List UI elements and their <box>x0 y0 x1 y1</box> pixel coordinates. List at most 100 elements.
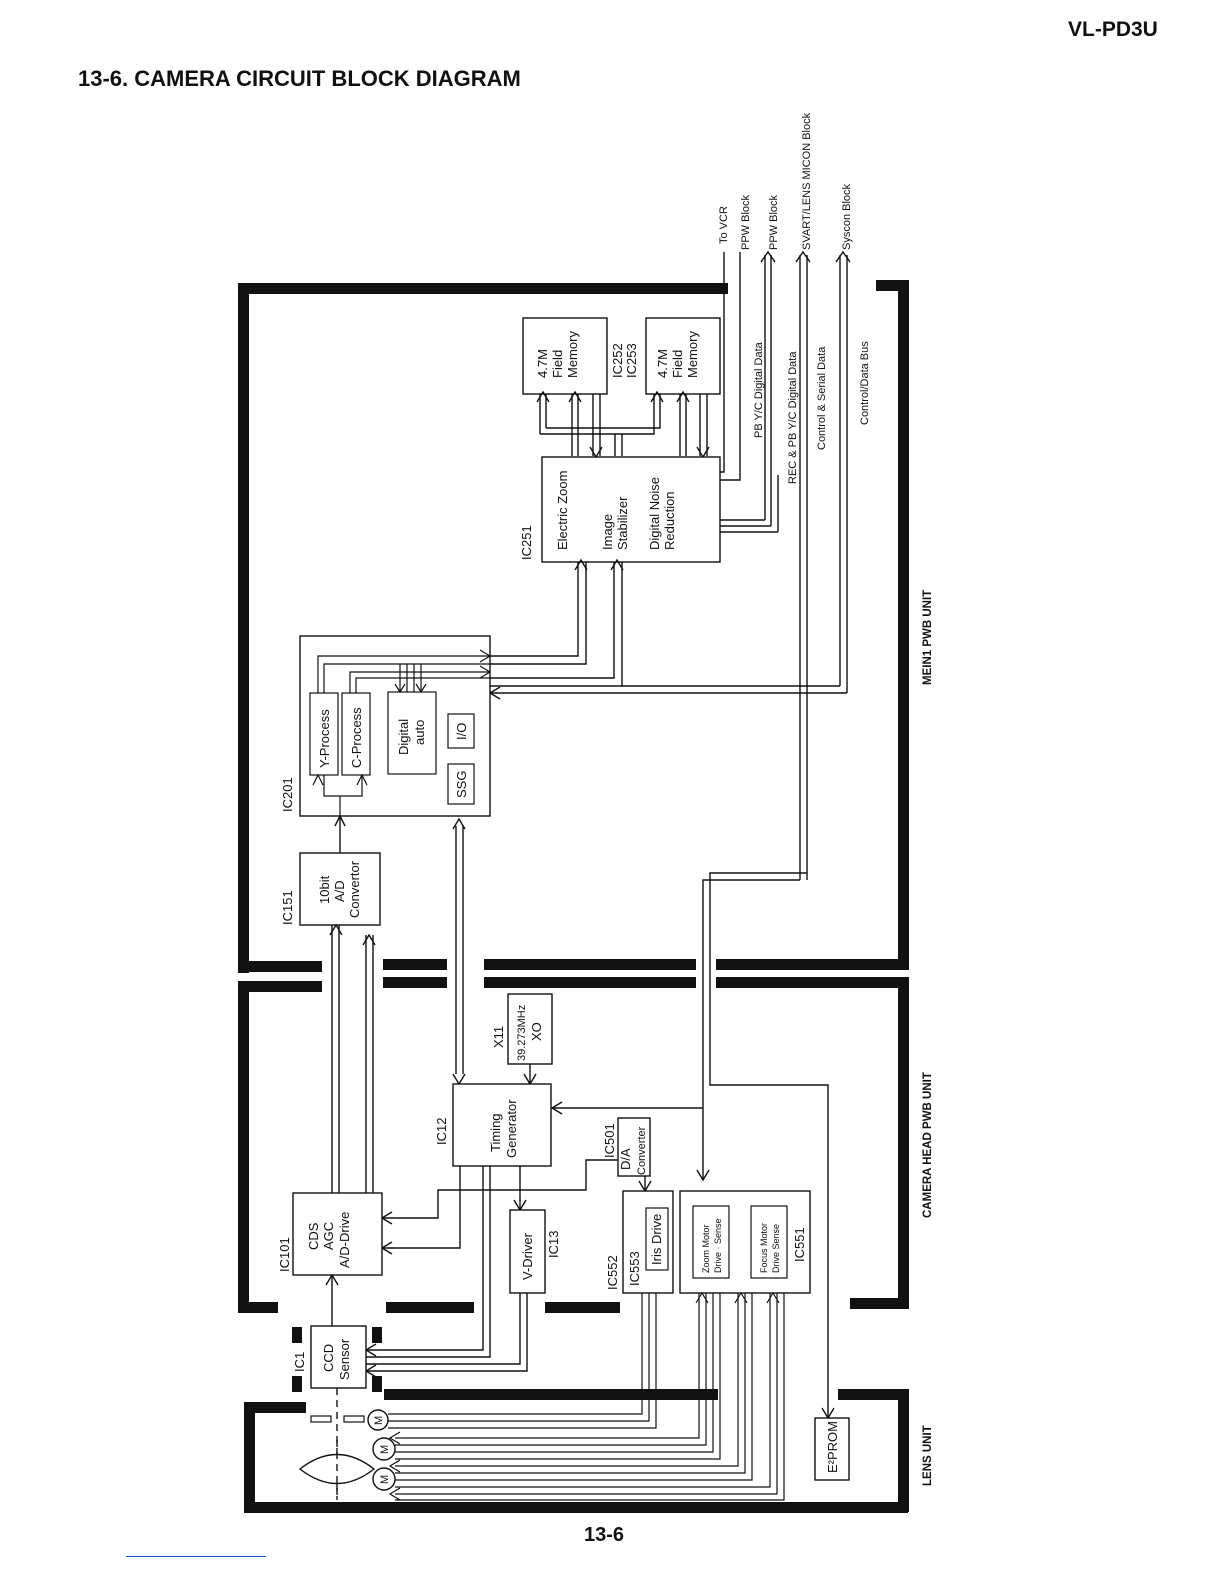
ic201-internal-lines <box>317 655 490 816</box>
fm2-arrow-up-2 <box>676 390 690 403</box>
fm1-line3: Memory <box>565 331 580 378</box>
fm2-line2: Field <box>670 350 685 378</box>
ic501-ref: IC501 <box>602 1123 617 1158</box>
ssg-label: SSG <box>454 771 469 798</box>
ic251-line4: Digital Noise <box>647 477 662 550</box>
fm1-arrow-up-2 <box>568 390 582 403</box>
tg-in-arrow <box>550 1101 563 1115</box>
c-process-arrow <box>356 773 368 786</box>
ic551-block: Zoom Motor Drive · Sense Focus Motor Dri… <box>679 1190 811 1294</box>
ic551-in-arrow <box>696 1169 710 1182</box>
ic13-ref: IC13 <box>546 1231 561 1258</box>
ic251-ref: IC251 <box>519 525 534 560</box>
ssg-box <box>447 763 475 805</box>
ccd-line2: Sensor <box>337 1338 352 1380</box>
io-box <box>447 713 475 749</box>
timing-generator-block: Timing Generator <box>452 1083 552 1167</box>
svart-lens-micon-label: SVART/LENS MICON Block <box>801 112 813 250</box>
fm2-line3: Memory <box>685 331 700 378</box>
zoom-sense-arrow <box>695 1291 709 1304</box>
c-process-box <box>341 692 371 776</box>
focus-motor: M <box>372 1467 396 1491</box>
ic201-tg-arrow-down <box>452 1073 466 1086</box>
field-memory-1: 4.7M Field Memory <box>522 317 608 395</box>
ic552-ref: IC552 <box>605 1255 620 1290</box>
mein1-unit-label: MEIN1 PWB UNIT <box>922 590 934 685</box>
fm1-arrow-up <box>536 390 550 403</box>
ic251-block: Electric Zoom Image Stabilizer Digital N… <box>541 456 721 563</box>
control-serial-data-label: Control & Serial Data <box>816 346 828 450</box>
pb-yc-data-label: PB Y/C Digital Data <box>753 341 765 438</box>
syscon-block-label: Syscon Block <box>841 183 853 250</box>
syscon-arrowhead <box>835 250 851 263</box>
iris-blade-left <box>310 1415 332 1423</box>
svart-arrowhead <box>795 250 811 263</box>
v-driver-block: V-Driver <box>509 1209 546 1294</box>
ic251-line2: Image <box>600 514 615 550</box>
model-number: VL-PD3U <box>1068 18 1158 41</box>
x11-line2: XO <box>529 1022 544 1041</box>
ic101-line2: AGC <box>321 1222 336 1250</box>
y-process-label: Y-Process <box>317 709 332 768</box>
focus-motor-symbol: M <box>379 1475 391 1484</box>
control-data-bus-label: Control/Data Bus <box>859 341 871 425</box>
ic151-line2: A/D <box>332 880 347 902</box>
iris-motor-symbol: M <box>373 1416 385 1425</box>
ic101-ccd-arrow <box>325 1273 339 1286</box>
zoom-motor: M <box>372 1437 396 1461</box>
ccd-sensor-block: CCD Sensor <box>310 1325 367 1389</box>
ic201-ref: IC201 <box>280 777 295 812</box>
ic151-line1: 10bit <box>317 875 332 904</box>
focus-motor-box <box>750 1205 788 1279</box>
v-driver-label: V-Driver <box>520 1232 535 1280</box>
page-title: 13-6. CAMERA CIRCUIT BLOCK DIAGRAM <box>78 66 521 91</box>
iris-drive-block: IC553 Iris Drive <box>622 1190 674 1294</box>
digital-auto-box <box>387 691 437 775</box>
zoom-motor-line1: Zoom Motor <box>701 1224 711 1273</box>
ic101-block: CDS AGC A/D-Drive <box>292 1192 383 1276</box>
ic251-line3: Stabilizer <box>615 496 630 550</box>
camera-head-unit-border <box>238 977 909 1313</box>
camera-head-unit-label: CAMERA HEAD PWB UNIT <box>922 1072 934 1218</box>
ppw-block-label-2: PPW Block <box>768 194 780 250</box>
iris-drive-label: Iris Drive <box>649 1214 664 1265</box>
ic1-ref: IC1 <box>292 1352 307 1372</box>
ic101-ref: IC101 <box>277 1237 292 1272</box>
sense-arrow-2 <box>766 1291 780 1304</box>
sense-arrow <box>388 1487 401 1501</box>
ic551-ref: IC551 <box>792 1227 807 1262</box>
ic101-line1: CDS <box>306 1222 321 1250</box>
ic201-tg-arrow-up <box>452 817 466 830</box>
to-vcr-label: To VCR <box>718 206 730 244</box>
ic251-line1: Electric Zoom <box>555 471 570 550</box>
lens-unit-label: LENS UNIT <box>922 1425 934 1486</box>
zoom-motor-arrow <box>388 1431 401 1445</box>
ccd-line1: CCD <box>321 1344 336 1372</box>
focus-motor-line2: Drive Sense <box>771 1224 781 1273</box>
motor-drive-lines <box>388 1293 785 1501</box>
iris-drive-inner <box>645 1207 669 1271</box>
footer-rule <box>126 1556 266 1557</box>
fm2-arrow-up <box>650 390 664 403</box>
fm2-line1: 4.7M <box>655 349 670 378</box>
ccd-mount-marks <box>292 1327 382 1392</box>
c-process-label: C-Process <box>349 707 364 768</box>
ic151-block: 10bit A/D Convertor <box>299 852 381 926</box>
digital-auto-line2: auto <box>412 720 427 745</box>
tg-output-lines <box>366 1159 646 1372</box>
tg-line1: Timing <box>488 1113 503 1152</box>
eprom-block: E²PROM <box>814 1417 850 1481</box>
zoom-motor-symbol: M <box>379 1445 391 1454</box>
tg-line2: Generator <box>504 1099 519 1158</box>
ic251-ic201-lines <box>490 562 847 694</box>
ic251-arrow-in-1 <box>574 558 588 571</box>
focus-sense-arrow <box>734 1291 748 1304</box>
ppw-arrowhead <box>760 250 776 263</box>
ic553-ref: IC553 <box>627 1251 642 1286</box>
x11-ref: X11 <box>491 1026 506 1048</box>
fm1-line1: 4.7M <box>535 349 550 378</box>
memory-bus-lines <box>539 394 708 456</box>
ic12-ref: IC12 <box>434 1118 449 1145</box>
zoom-motor-box <box>692 1205 730 1279</box>
